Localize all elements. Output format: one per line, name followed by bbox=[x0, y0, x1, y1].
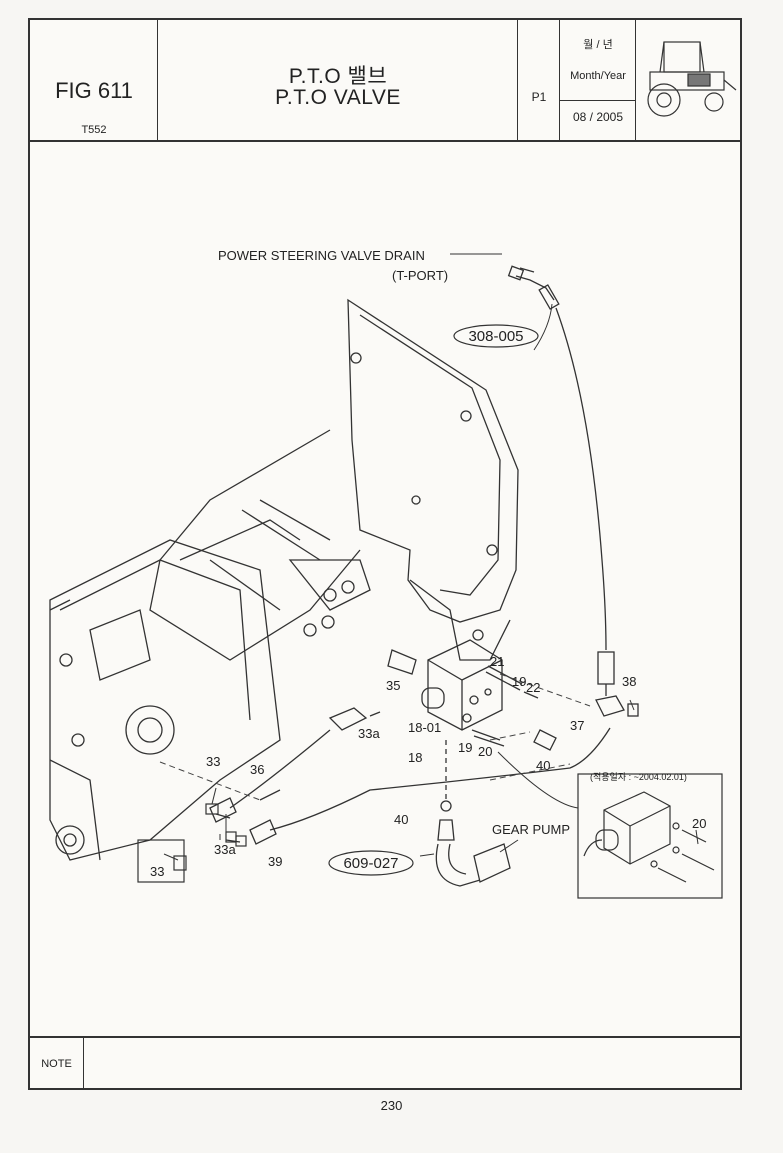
callout-ellipse-308-005 bbox=[453, 324, 539, 348]
date-label-english: Month/Year bbox=[570, 70, 626, 82]
callout-308-005: 308-005 bbox=[468, 328, 523, 345]
callout-33-box: 33 bbox=[150, 864, 164, 879]
callout-39: 39 bbox=[268, 854, 282, 869]
tractor-icon bbox=[647, 41, 737, 117]
leader-lines bbox=[159, 673, 591, 801]
page-code-cell: P1 bbox=[518, 20, 560, 140]
callout-ellipse-609-027 bbox=[328, 850, 414, 876]
hoses bbox=[209, 707, 611, 845]
title-english: P.T.O VALVE bbox=[275, 86, 401, 109]
power-steering-label: POWER STEERING VALVE DRAIN bbox=[218, 248, 425, 263]
figure-number: FIG 611 bbox=[55, 78, 133, 103]
callout-19b: 19 bbox=[458, 740, 472, 755]
figure-cell: FIG 611 T552 bbox=[30, 20, 158, 140]
callout-33a-top: 33a bbox=[358, 726, 380, 741]
title-korean: P.T.O 밸브 bbox=[288, 65, 388, 88]
callout-20a: 20 bbox=[478, 744, 492, 759]
callout-pointers bbox=[163, 253, 699, 861]
callout-37: 37 bbox=[570, 718, 584, 733]
drain-hose bbox=[507, 265, 639, 717]
callout-19a: 19 bbox=[512, 674, 526, 689]
callout-18-01: 18-01 bbox=[408, 720, 441, 735]
callout-33-top: 33 bbox=[206, 754, 220, 769]
inset-box bbox=[577, 773, 723, 899]
callout-22: 22 bbox=[526, 680, 540, 695]
callout-33a-bottom: 33a bbox=[214, 842, 236, 857]
callout-35: 35 bbox=[386, 678, 400, 693]
callout-609-027: 609-027 bbox=[343, 855, 398, 872]
model-code: T552 bbox=[81, 124, 107, 136]
gear-pump-fitting bbox=[435, 740, 511, 887]
page-number: 230 bbox=[380, 1098, 403, 1113]
callout-18: 18 bbox=[408, 750, 422, 765]
inset-label: (적용일자 : ~2004.02.01) bbox=[590, 771, 687, 782]
callout-36: 36 bbox=[250, 762, 264, 777]
callout-40b: 40 bbox=[394, 812, 408, 827]
callout-20-inset: 20 bbox=[692, 816, 706, 831]
note-row: NOTE bbox=[30, 1036, 740, 1090]
pto-valve-block bbox=[387, 639, 557, 751]
title-cell: P.T.O 밸브 P.T.O VALVE bbox=[158, 20, 518, 140]
tport-label: (T-PORT) bbox=[392, 268, 448, 283]
callout-38: 38 bbox=[622, 674, 636, 689]
note-label: NOTE bbox=[30, 1038, 84, 1090]
page-code: P1 bbox=[531, 90, 547, 104]
header: FIG 611 T552 P.T.O 밸브 P.T.O VALVE P1 월 /… bbox=[30, 20, 740, 142]
exploded-diagram: POWER STEERING VALVE DRAIN (T-PORT) GEAR… bbox=[30, 140, 740, 1036]
gear-pump-label: GEAR PUMP bbox=[492, 822, 570, 837]
date-cell: 월 / 년 Month/Year 08 / 2005 bbox=[560, 20, 636, 140]
callout-40a: 40 bbox=[536, 758, 550, 773]
date-label-korean: 월 / 년 bbox=[583, 39, 613, 51]
parts-sheet: FIG 611 T552 P.T.O 밸브 P.T.O VALVE P1 월 /… bbox=[28, 18, 742, 1090]
tractor-thumbnail bbox=[636, 20, 740, 140]
callout-21: 21 bbox=[490, 654, 504, 669]
date-divider bbox=[560, 100, 636, 101]
fittings bbox=[137, 803, 247, 883]
pto-valve-drawing: POWER STEERING VALVE DRAIN (T-PORT) GEAR… bbox=[49, 248, 723, 899]
date-value: 08 / 2005 bbox=[572, 110, 624, 124]
transmission-housing bbox=[49, 298, 519, 861]
